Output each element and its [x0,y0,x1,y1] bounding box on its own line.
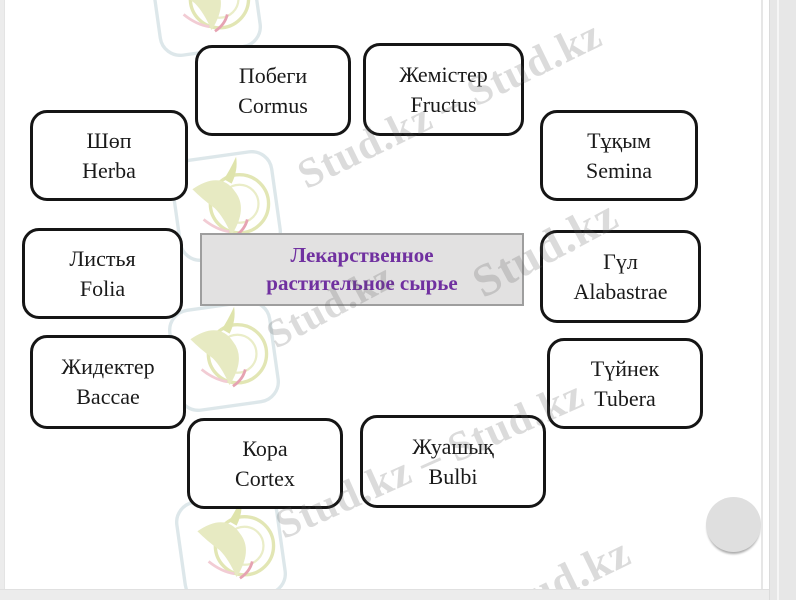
node-herba: Шөп Herba [30,110,188,201]
node-native-label: Тұқым [587,127,651,153]
center-title-box: Лекарственное растительное сырье [200,233,524,306]
node-latin-label: Baccae [76,384,140,409]
node-latin-label: Bulbi [428,463,478,489]
node-tubera: Түйнек Tubera [547,338,703,429]
node-cortex: Кора Cortex [187,418,343,509]
node-cormus: Побеги Cormus [195,45,351,136]
node-native-label: Жуашық [412,433,494,459]
node-latin-label: Semina [586,157,652,183]
node-native-label: Жидектер [61,354,155,380]
node-latin-label: Alabastrae [573,278,668,304]
node-native-label: Листья [69,245,136,271]
node-latin-label: Folia [79,275,126,301]
node-baccae: Жидектер Baccae [30,335,186,429]
node-latin-label: Herba [82,157,136,183]
page-right-margin [769,0,796,600]
center-title-line2: растительное сырье [266,270,458,295]
page-edge-line [761,0,763,600]
node-latin-label: Tubera [594,385,656,411]
page-bottom-margin [0,589,769,600]
node-latin-label: Cormus [238,92,308,118]
node-native-label: Кора [242,435,288,461]
node-native-label: Жемістер [399,61,488,87]
page-left-margin [0,0,5,600]
margin-highlight-line [777,0,779,600]
center-title-line1: Лекарственное [290,243,434,268]
node-latin-label: Cortex [235,465,295,491]
node-bulbi: Жуашық Bulbi [360,415,546,508]
node-alabastrae: Гүл Alabastrae [540,230,701,323]
node-native-label: Гүл [603,248,638,274]
node-latin-label: Fructus [410,91,477,117]
node-native-label: Побеги [238,62,308,88]
node-semina: Тұқым Semina [540,110,698,201]
node-native-label: Түйнек [590,355,660,381]
floating-scroll-button[interactable] [706,497,761,552]
node-folia: Листья Folia [22,228,183,319]
node-fructus: Жемістер Fructus [363,43,524,136]
node-native-label: Шөп [86,127,132,153]
